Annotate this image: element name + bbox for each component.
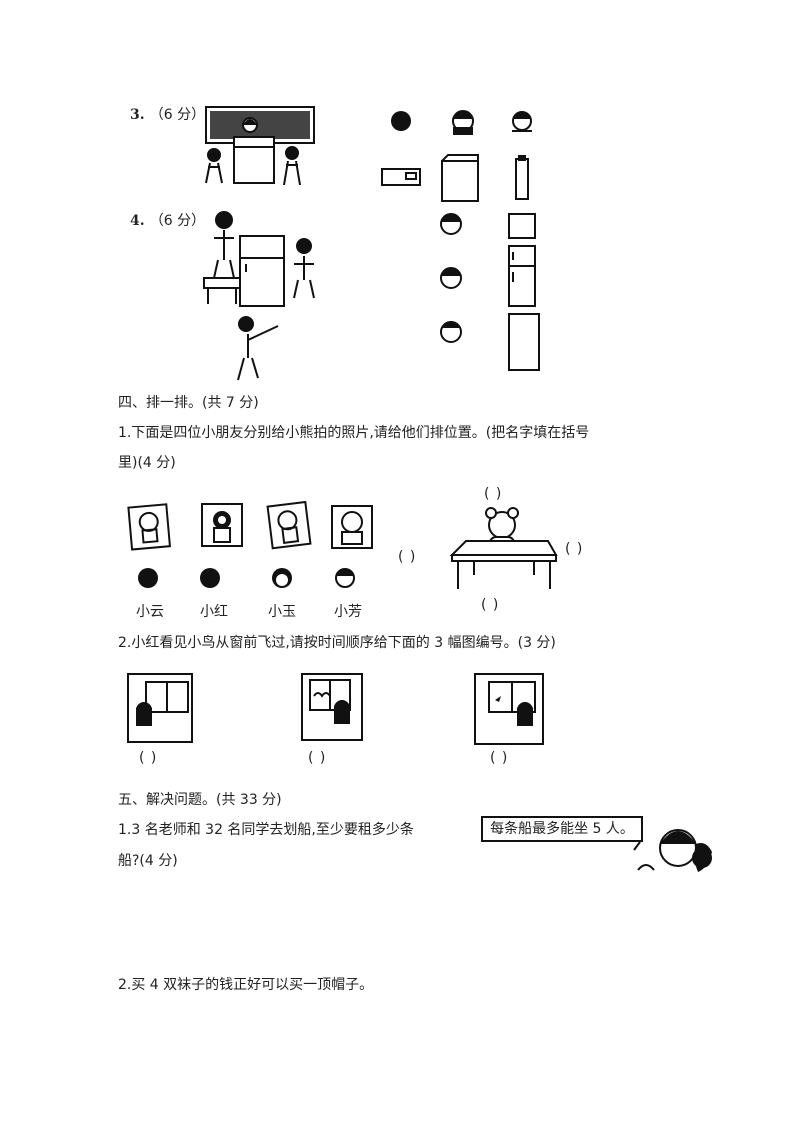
bear-on-table-illustration xyxy=(449,507,558,589)
q4-score: （6 分） xyxy=(149,213,206,229)
q4-fridge-views xyxy=(508,213,540,371)
name-xiaofang: 小芳 xyxy=(334,604,362,620)
section4-q1-text-line2: 里)(4 分) xyxy=(118,455,176,471)
photo-2 xyxy=(201,503,243,547)
order-blank-3[interactable]: ( ) xyxy=(490,750,509,766)
q4-face-options xyxy=(440,213,462,343)
q3-label: 3. （6 分） xyxy=(130,104,205,125)
q4-label: 4. （6 分） xyxy=(130,210,205,231)
window-picture-3 xyxy=(474,673,544,745)
blank-left[interactable]: ( ) xyxy=(398,549,417,565)
photo-4 xyxy=(331,505,373,549)
section5-q1-text-line2: 船?(4 分) xyxy=(118,853,178,869)
section5-q2-text: 2.买 4 双袜子的钱正好可以买一顶帽子。 xyxy=(118,977,374,993)
q4-number: 4. xyxy=(130,213,145,229)
order-blank-2[interactable]: ( ) xyxy=(308,750,327,766)
q3-score: （6 分） xyxy=(149,107,206,123)
q3-classroom-illustration xyxy=(205,106,315,186)
order-blank-1[interactable]: ( ) xyxy=(139,750,158,766)
q4-fridge-illustration xyxy=(203,211,315,381)
section4-q2-text: 2.小红看见小鸟从窗前飞过,请按时间顺序给下面的 3 幅图编号。(3 分) xyxy=(118,635,556,651)
name-xiaohong: 小红 xyxy=(200,604,228,620)
name-xiaoyu: 小玉 xyxy=(268,604,296,620)
blank-top[interactable]: ( ) xyxy=(484,486,503,502)
photo-3 xyxy=(266,500,312,550)
section5-heading: 五、解决问题。(共 33 分) xyxy=(118,792,282,808)
q3-number: 3. xyxy=(130,107,145,123)
blank-bottom[interactable]: ( ) xyxy=(481,597,500,613)
window-picture-2 xyxy=(301,673,363,741)
speech-bubble: 每条船最多能坐 5 人。 xyxy=(481,816,643,842)
section4-q1-text-line1: 1.下面是四位小朋友分别给小熊拍的照片,请给他们排位置。(把名字填在括号 xyxy=(118,425,590,441)
q3-object-options xyxy=(381,154,529,202)
children-heads xyxy=(138,568,355,588)
window-picture-1 xyxy=(127,673,193,743)
girl-speaker-illustration xyxy=(633,829,712,872)
name-xiaoyun: 小云 xyxy=(136,604,164,620)
section4-heading: 四、排一排。(共 7 分) xyxy=(118,395,259,411)
q3-face-options xyxy=(391,110,532,135)
blank-right[interactable]: ( ) xyxy=(565,541,584,557)
bear-photo-frames xyxy=(127,500,373,551)
photo-1 xyxy=(127,503,172,551)
section5-q1-text-line1: 1.3 名老师和 32 名同学去划船,至少要租多少条 xyxy=(118,822,414,838)
